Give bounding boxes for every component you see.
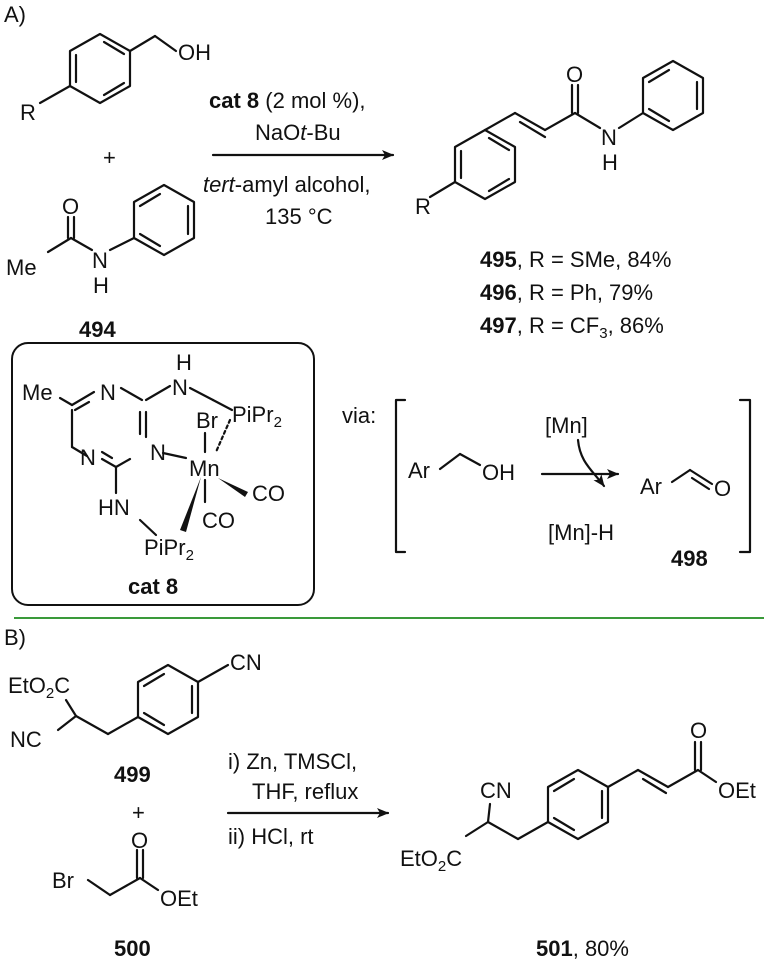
carbonyl-o-label: O (62, 194, 79, 219)
compound-494-label: 494 (79, 317, 116, 342)
via-mnh: [Mn]-H (548, 520, 614, 545)
part-a-label: A) (4, 2, 26, 27)
reaction-arrow-a: cat 8 (2 mol %), NaOt-Bu tert-amyl alcoh… (203, 88, 395, 229)
reactant-benzyl-alcohol: OH R (20, 32, 211, 125)
product-r-label: R (415, 194, 431, 219)
compound-501-label: 501, 80% (536, 936, 629, 961)
cat-nh-h: H (176, 350, 192, 375)
r500-o: O (131, 828, 148, 853)
r499-etO2c: EtO2C (8, 673, 70, 702)
catalyst-cat8-structure: Me N N N H N PiPr2 Br Mn CO CO HN PiPr2 … (22, 350, 285, 599)
cat-mn: Mn (189, 456, 220, 481)
r500-oet: OEt (160, 886, 198, 911)
amide-n-label: N (92, 248, 108, 273)
p501-cn: CN (480, 778, 512, 803)
part-b-label: B) (4, 625, 26, 650)
product-o-label: O (566, 62, 583, 87)
cond-solvent: tert-amyl alcohol, (203, 172, 371, 197)
cat-ring-n3: N (150, 440, 166, 465)
entry-497: 497, R = CF3, 86% (480, 313, 664, 342)
cond-b-line2: THF, reflux (252, 779, 358, 804)
cond-b-line3: ii) HCl, rt (228, 824, 314, 849)
r500-br: Br (52, 868, 74, 893)
cat-co2: CO (202, 508, 235, 533)
catalyst-box (11, 342, 315, 606)
oh-label: OH (178, 40, 211, 65)
reaction-arrow-b: i) Zn, TMSCl, THF, reflux ii) HCl, rt (226, 749, 390, 849)
reactant-500: Br O OEt 500 (52, 828, 198, 961)
cond-base: NaOt-Bu (255, 120, 341, 145)
reactant-acetanilide: O Me N H 494 (6, 183, 196, 342)
cat-nh-n: N (172, 375, 188, 400)
p501-oet: OEt (718, 778, 756, 803)
product-h-label: H (602, 150, 618, 175)
via-label: via: (342, 403, 376, 428)
cat-co1: CO (252, 481, 285, 506)
reactant-499: EtO2C NC CN 499 (8, 650, 262, 787)
amide-h-label: H (93, 273, 109, 298)
r499-cn: CN (230, 650, 262, 675)
cat-hn: HN (98, 495, 130, 520)
via-ar1: Ar (408, 458, 430, 483)
compound-498-label: 498 (671, 546, 708, 571)
plus-sign: + (103, 145, 116, 170)
via-mechanism: via: Ar OH [Mn] [Mn]-H Ar O 498 (342, 398, 752, 571)
via-ar2: Ar (640, 474, 662, 499)
cat-methyl-label: Me (22, 380, 53, 405)
via-oh: OH (482, 460, 515, 485)
cat8-label: cat 8 (128, 574, 178, 599)
product-cinnamamide: O N H R (415, 59, 705, 219)
compound-500-label: 500 (114, 936, 151, 961)
cat-pipr2-top: PiPr2 (232, 402, 282, 431)
via-mn: [Mn] (545, 413, 588, 438)
p501-o: O (690, 718, 707, 743)
r-label: R (20, 100, 36, 125)
product-501: CN EtO2C O OEt (400, 718, 756, 875)
cat-pipr2-bottom: PiPr2 (144, 535, 194, 564)
cat-ring-n2: N (80, 445, 96, 470)
product-n-label: N (601, 125, 617, 150)
cat-ring-n1: N (100, 380, 116, 405)
cond-temperature: 135 °C (265, 204, 333, 229)
entry-495: 495, R = SMe, 84% (480, 247, 671, 272)
plus-sign-b: + (132, 800, 145, 825)
r499-nc: NC (10, 727, 42, 752)
via-o: O (714, 476, 731, 501)
cat-br: Br (196, 408, 218, 433)
entry-496: 496, R = Ph, 79% (480, 280, 653, 305)
methyl-label: Me (6, 255, 37, 280)
cond-b-line1: i) Zn, TMSCl, (228, 749, 357, 774)
p501-etO2c: EtO2C (400, 846, 462, 875)
cond-catalyst: cat 8 (2 mol %), (209, 88, 366, 113)
compound-499-label: 499 (114, 762, 151, 787)
